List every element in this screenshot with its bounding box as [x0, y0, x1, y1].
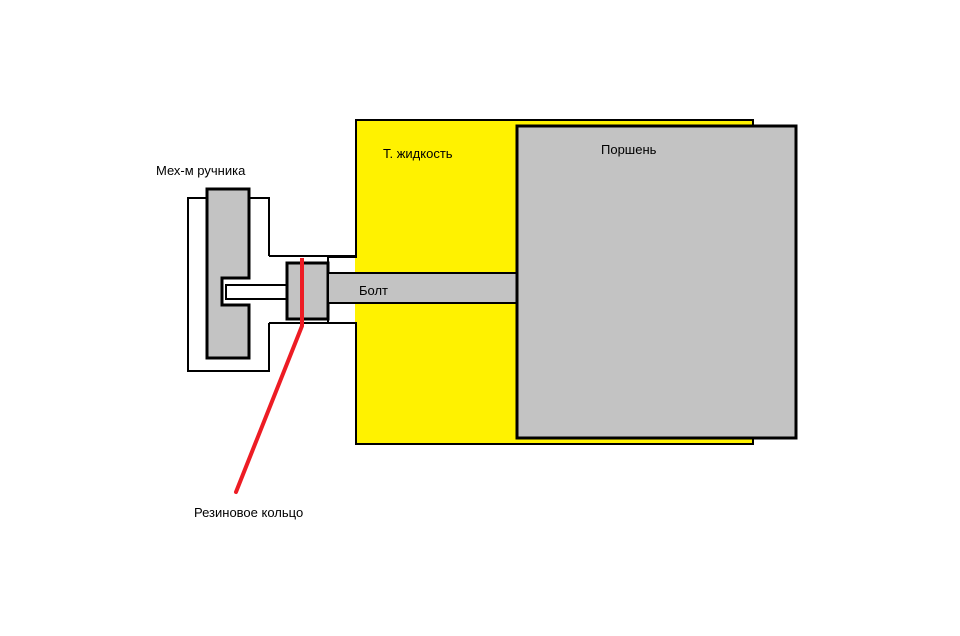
- bolt: [327, 272, 519, 304]
- lever-shaft: [225, 284, 289, 300]
- label-brake-fluid: Т. жидкость: [383, 146, 453, 161]
- label-rubber-ring: Резиновое кольцо: [194, 505, 303, 520]
- handbrake-lever: [205, 187, 251, 360]
- piston: [515, 124, 798, 440]
- seal-block: [285, 261, 330, 321]
- label-bolt: Болт: [359, 283, 388, 298]
- label-handbrake-mechanism: Мех-м ручника: [156, 163, 246, 178]
- label-piston: Поршень: [601, 142, 657, 157]
- rubber-ring-pointer: [234, 324, 304, 494]
